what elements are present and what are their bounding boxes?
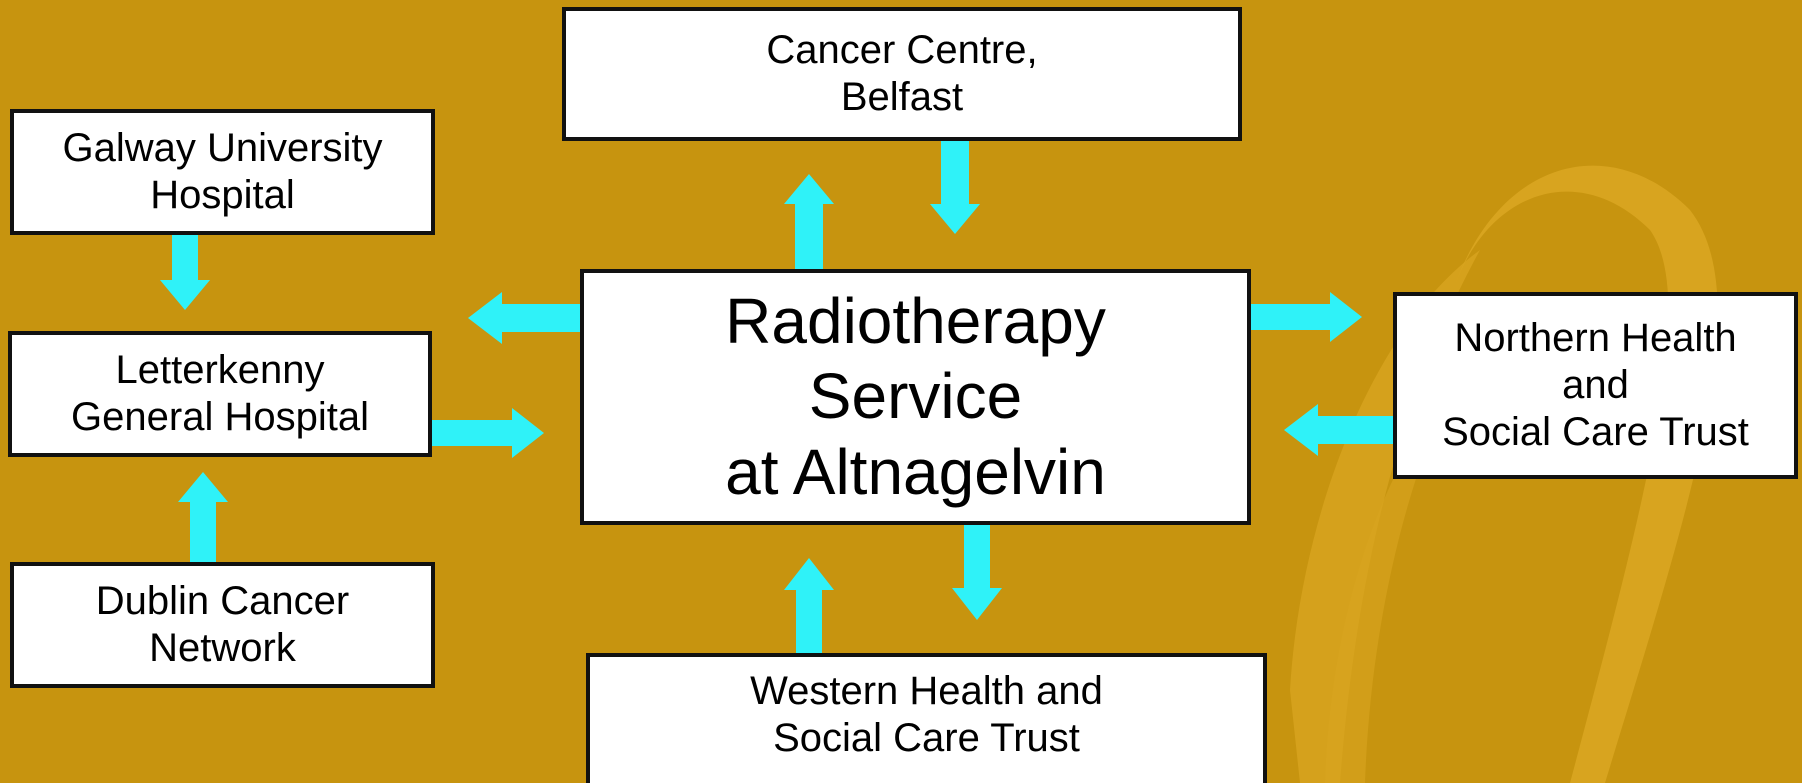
arrow-cancer-centre-to-radiotherapy: [930, 138, 980, 234]
node-label: Dublin Cancer Network: [95, 578, 350, 670]
arrow-dublin-to-letterkenny: [178, 472, 228, 568]
arrow-radiotherapy-to-cancer-centre: [784, 174, 834, 274]
arrow-radiotherapy-to-letterkenny: [468, 292, 584, 344]
swoosh-inner: [1290, 250, 1480, 783]
node-label: Northern Health and Social Care Trust: [1442, 315, 1749, 455]
node-label: Radiotherapy Service at Altnagelvin: [725, 284, 1106, 508]
node-label: Galway University Hospital: [62, 125, 383, 217]
node-radiotherapy-service-altnagelvin: Radiotherapy Service at Altnagelvin: [580, 269, 1251, 525]
node-western-health-social-care-trust: Western Health and Social Care Trust: [586, 653, 1267, 783]
swoosh-thin: [1325, 390, 1450, 783]
node-label: Letterkenny General Hospital: [71, 347, 369, 439]
node-letterkenny-general-hospital: Letterkenny General Hospital: [8, 331, 432, 457]
arrow-western-to-radiotherapy: [784, 558, 834, 658]
arrow-radiotherapy-to-western: [952, 522, 1002, 620]
node-galway-university-hospital: Galway University Hospital: [10, 109, 435, 235]
node-label: Cancer Centre, Belfast: [766, 27, 1038, 119]
arrow-galway-to-letterkenny: [160, 216, 210, 310]
node-dublin-cancer-network: Dublin Cancer Network: [10, 562, 435, 688]
arrow-radiotherapy-to-northern: [1250, 292, 1362, 342]
arrow-northern-to-radiotherapy: [1284, 404, 1398, 456]
node-cancer-centre-belfast: Cancer Centre, Belfast: [562, 7, 1242, 141]
node-northern-health-social-care-trust: Northern Health and Social Care Trust: [1393, 292, 1798, 479]
arrow-letterkenny-to-radiotherapy: [428, 408, 544, 458]
node-label: Western Health and Social Care Trust: [750, 668, 1103, 760]
